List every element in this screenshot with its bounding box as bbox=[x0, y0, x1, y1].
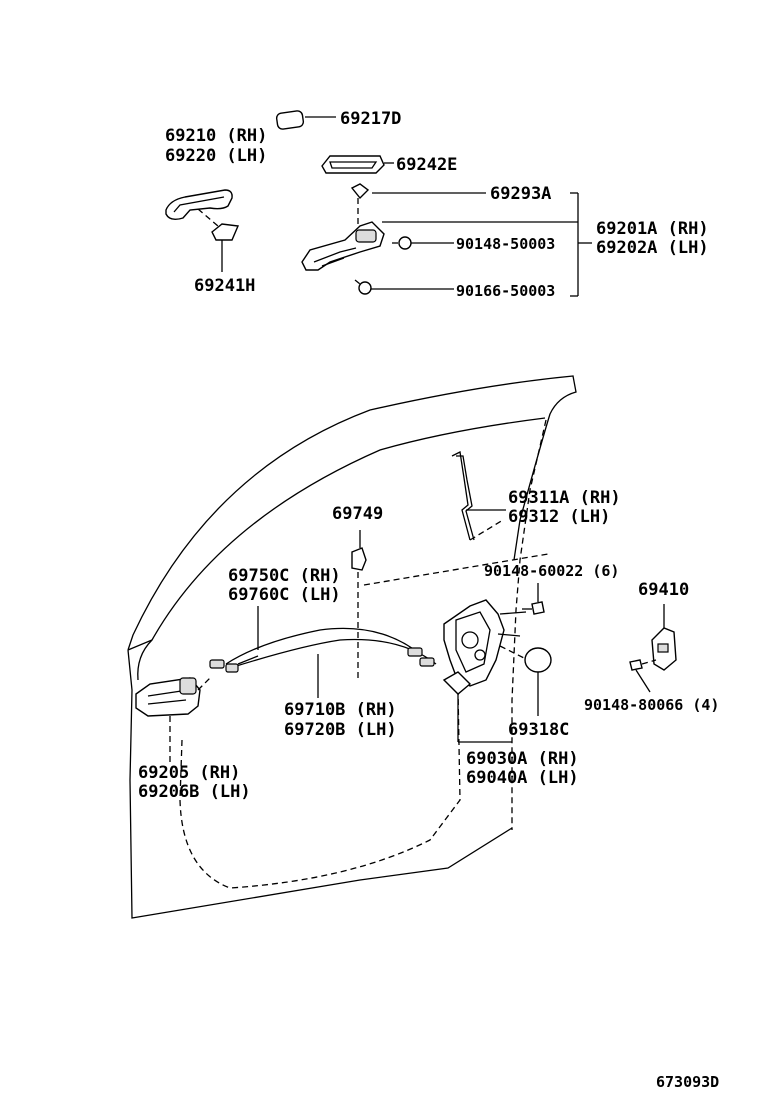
label-90166-50003: 90166-50003 bbox=[456, 282, 555, 300]
label-69206B: 69206B (LH) bbox=[138, 782, 251, 802]
door-outline bbox=[127, 375, 577, 919]
label-69210: 69210 (RH) bbox=[165, 126, 267, 146]
label-90148-80066: 90148-80066 (4) bbox=[584, 696, 719, 714]
label-90148-50003: 90148-50003 bbox=[456, 235, 555, 253]
label-69241H: 69241H bbox=[194, 276, 255, 296]
outside-handle-part bbox=[165, 189, 233, 221]
lock-rod bbox=[451, 451, 506, 541]
label-69242E: 69242E bbox=[396, 155, 457, 175]
label-69720B: 69720B (LH) bbox=[284, 720, 397, 740]
label-69312: 69312 (LH) bbox=[508, 507, 610, 527]
handle-pad-part bbox=[211, 223, 240, 241]
label-69201A: 69201A (RH) bbox=[596, 219, 709, 239]
label-69760C: 69760C (LH) bbox=[228, 585, 341, 605]
label-69710B: 69710B (RH) bbox=[284, 700, 397, 720]
label-69220: 69220 (LH) bbox=[165, 146, 267, 166]
label-69217D: 69217D bbox=[340, 109, 401, 129]
label-69202A: 69202A (LH) bbox=[596, 238, 709, 258]
label-69293A: 69293A bbox=[490, 184, 551, 204]
label-69318C: 69318C bbox=[508, 720, 569, 740]
door-striker bbox=[629, 604, 677, 693]
rod-clip bbox=[351, 530, 367, 680]
control-cables bbox=[209, 606, 437, 698]
inside-handle bbox=[135, 675, 213, 762]
handle-cap-part bbox=[275, 110, 305, 130]
label-69040A: 69040A (LH) bbox=[466, 768, 579, 788]
label-69410: 69410 bbox=[638, 580, 689, 600]
label-90148-60022: 90148-60022 (6) bbox=[484, 562, 619, 580]
part-labels: 69217D 69210 (RH) 69220 (LH) 69242E 6929… bbox=[138, 109, 719, 1091]
lock-screw bbox=[522, 583, 545, 615]
handle-frame-part bbox=[301, 221, 385, 271]
screw-90166-part bbox=[358, 281, 372, 295]
clip-part bbox=[350, 183, 370, 200]
gasket-part bbox=[321, 155, 385, 174]
label-69750C: 69750C (RH) bbox=[228, 566, 341, 586]
label-69749: 69749 bbox=[332, 504, 383, 524]
label-69205: 69205 (RH) bbox=[138, 763, 240, 783]
outside-handle-assembly bbox=[165, 110, 592, 297]
screw-90148-part bbox=[398, 236, 412, 250]
figure-id: 673093D bbox=[656, 1073, 719, 1091]
door-lock-assembly bbox=[442, 599, 527, 743]
label-69311A: 69311A (RH) bbox=[508, 488, 621, 508]
hole-plug bbox=[499, 645, 552, 716]
label-69030A: 69030A (RH) bbox=[466, 749, 579, 769]
